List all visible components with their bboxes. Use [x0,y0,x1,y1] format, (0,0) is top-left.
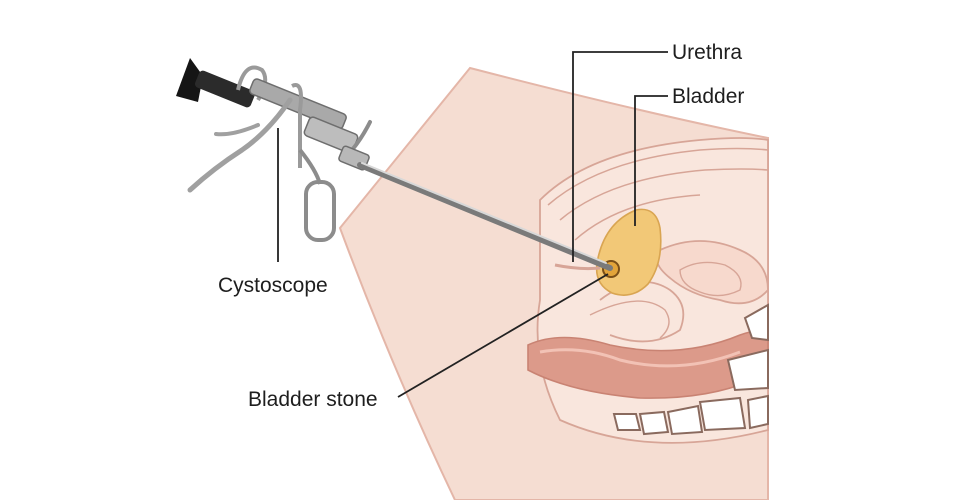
urethra-leader [572,51,668,262]
tissue-line [547,147,769,206]
tissue-line [574,194,701,241]
eyepiece-icon [176,58,203,102]
stone-leader [397,273,609,398]
upright-post [291,83,303,168]
pelvic-anatomy [338,66,769,500]
side-port [350,120,372,152]
leader-lines [277,51,668,398]
label-urethra: Urethra [672,41,742,64]
spine [612,303,769,436]
rectum-lining [539,348,741,368]
scope-shaft-highlight [361,162,607,264]
bladder-leader [634,95,668,226]
tissue-line [559,168,769,221]
label-bladder: Bladder [672,85,744,108]
scope-shaft [357,162,613,271]
trigger-handle-inner [214,123,260,137]
finger-loop [304,180,336,242]
trigger-handle [187,97,293,193]
cystoscope-instrument [176,58,613,271]
urethra-channel [554,263,601,271]
label-cystoscope: Cystoscope [218,274,328,297]
loop-stem [298,148,322,185]
eyepiece-barrel [195,70,255,108]
label-bladder-stone: Bladder stone [248,388,378,411]
tissue-fold [589,300,670,339]
ovary-fold [679,261,742,297]
